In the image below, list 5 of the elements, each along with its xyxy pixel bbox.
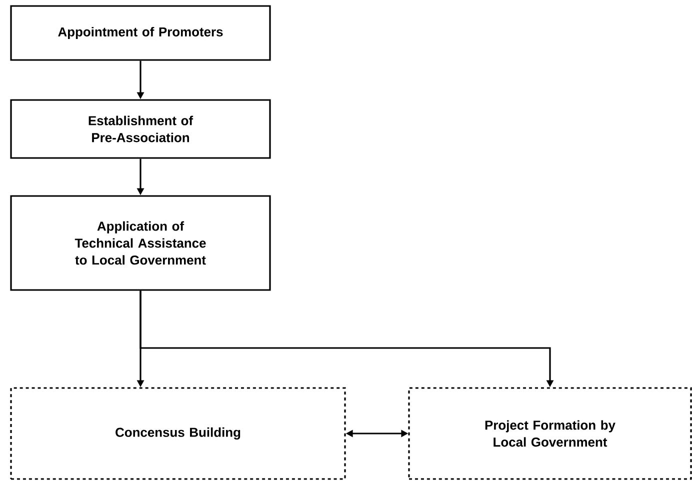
process-box: Application of Technical Assistance to Local Government [10,195,271,291]
process-box: Project Formation by Local Government [408,387,692,480]
process-box: Appointment of Promoters [10,5,271,61]
process-box: Concensus Building [10,387,346,480]
process-box: Establishment of Pre-Association [10,99,271,159]
